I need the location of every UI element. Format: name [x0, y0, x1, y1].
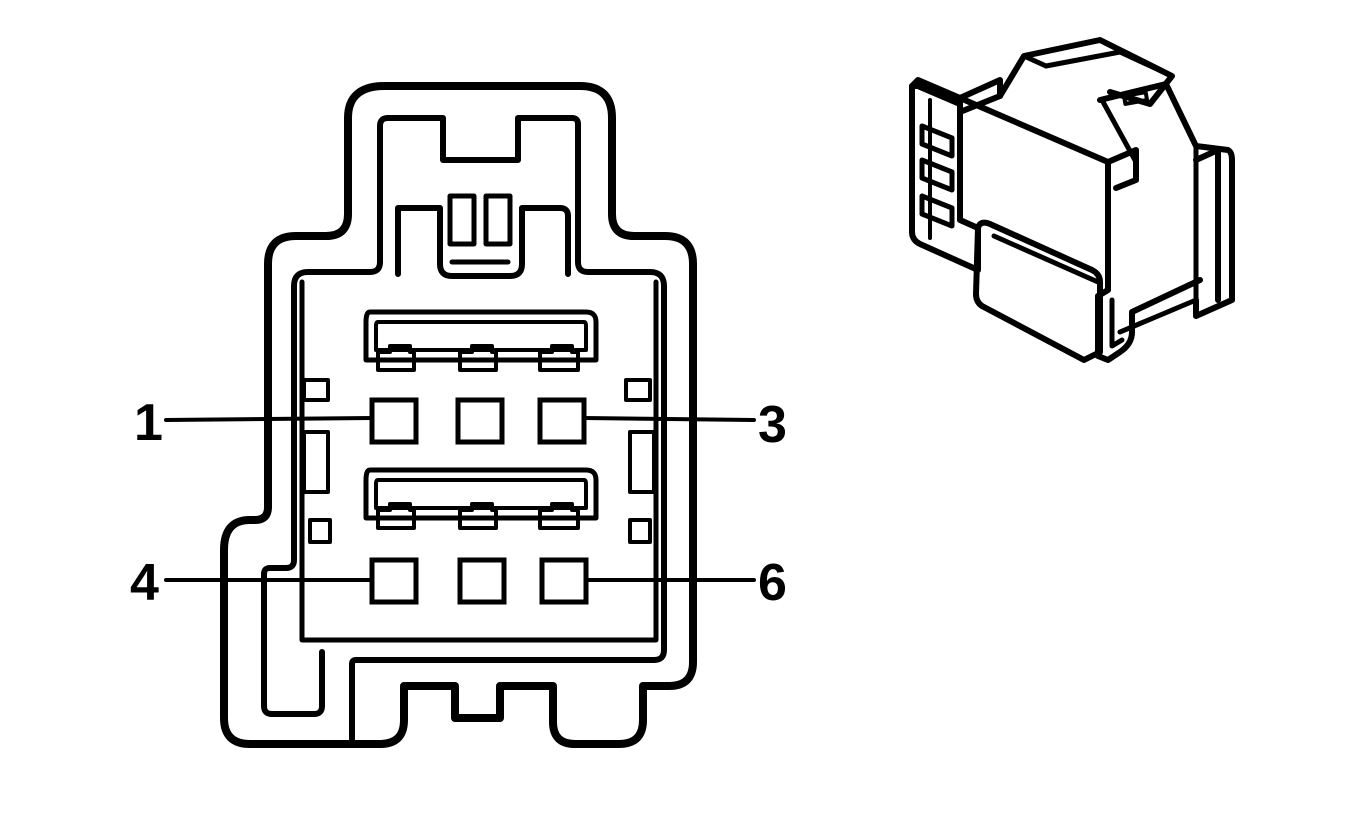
housing-inner-outline: [349, 115, 667, 743]
leader-line-pin-3: [582, 416, 756, 422]
pin-label-6: 6: [758, 554, 787, 612]
leader-line-pin-1: [164, 416, 374, 422]
iso-front-bottom: [1109, 297, 1125, 349]
pin-cavity-1: [369, 397, 419, 445]
upper-retainer-inner: [374, 320, 588, 352]
side-keys: [302, 378, 656, 544]
iso-body-front-upper: [1105, 147, 1139, 191]
iso-front-right-edge: [1193, 147, 1221, 303]
connector-isometric-view: [909, 37, 1235, 363]
latch-tab-left: [447, 193, 477, 247]
pin-label-3: 3: [758, 396, 787, 454]
lower-retainer-inner: [374, 478, 588, 510]
pin-cavity-2: [455, 397, 505, 445]
pin-label-1: 1: [134, 394, 163, 452]
iso-front-opening-inner: [1099, 81, 1199, 335]
pin-cavity-5: [457, 557, 507, 605]
upper-retainer-bar: [363, 309, 599, 363]
iso-rear-block-body: [909, 83, 981, 273]
pin-cavity-4: [369, 557, 419, 605]
iso-rear-ribs: [919, 98, 955, 240]
housing-outer-outline: [220, 82, 697, 748]
latch-tab-right: [483, 193, 513, 247]
pin-cavities-row-2: [369, 557, 589, 605]
lower-retainer-bar: [363, 467, 599, 521]
iso-front-opening: [1097, 81, 1235, 319]
pin-cavity-6: [539, 557, 589, 605]
iso-top-slot: [1121, 90, 1150, 106]
pin-cavities-row-1: [369, 397, 587, 445]
lower-retainer-teeth: [376, 502, 580, 530]
upper-retainer-teeth: [376, 344, 580, 372]
latch-outline: [395, 205, 571, 279]
housing-inner-outline-left: [261, 115, 391, 717]
pin-cavity-3: [537, 397, 587, 445]
connector-face-view: 1 3 4 6: [130, 82, 787, 748]
iso-lower-latch: [973, 219, 1103, 363]
pin-label-4: 4: [130, 554, 159, 612]
